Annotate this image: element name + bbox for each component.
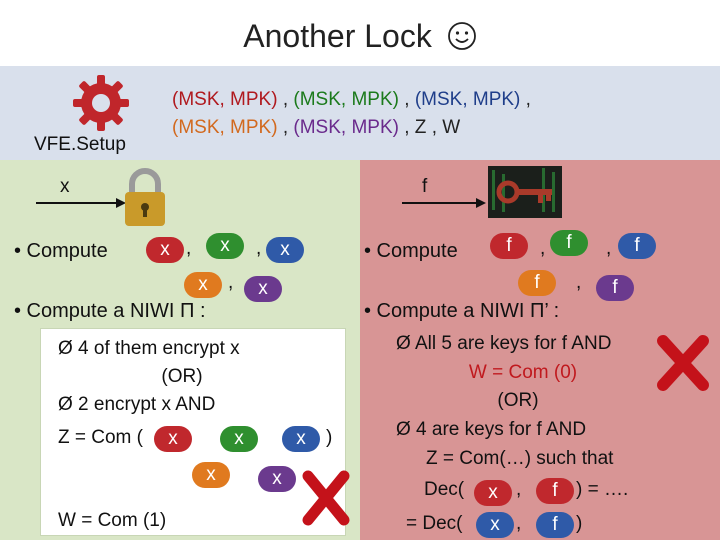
niwi-item-2: Ø 2 encrypt x AND xyxy=(58,394,216,415)
key-f-red: f xyxy=(490,233,528,259)
msk-mpk-2: (MSK, MPK) xyxy=(293,89,399,110)
sep: , xyxy=(576,272,582,293)
sep: , xyxy=(277,89,294,110)
niwi-or: (OR) xyxy=(161,366,203,387)
sep: , xyxy=(277,117,294,138)
title-text: Another Lock xyxy=(243,18,432,54)
setup-keys-line1: (MSK, MPK) , (MSK, MPK) , (MSK, MPK) , xyxy=(172,86,531,114)
sep: , xyxy=(398,89,415,110)
key-image-icon xyxy=(488,166,562,223)
cipher-x-red: x xyxy=(146,237,184,263)
slide-title: Another Lock xyxy=(0,18,720,59)
red-x-mark-icon xyxy=(302,470,350,526)
z-x-green: x xyxy=(220,426,258,452)
dec2-close: ) xyxy=(576,513,583,534)
sep: , xyxy=(228,272,234,293)
compute-label-left: • Compute xyxy=(14,240,108,262)
niwi-item-1: Ø 4 of them encrypt x xyxy=(58,338,240,359)
z-w-tail: , Z , W xyxy=(398,117,461,138)
key-f-green: f xyxy=(550,230,588,256)
z-x-purple: x xyxy=(258,466,296,492)
compute-label-right: • Compute xyxy=(364,240,458,262)
dec1-close: ) = …. xyxy=(576,479,629,500)
z-close-paren: ) xyxy=(326,427,333,448)
z-x-blue: x xyxy=(282,426,320,452)
msk-mpk-3: (MSK, MPK) xyxy=(414,89,521,110)
dec1-f-pill: f xyxy=(536,478,574,504)
dec2-open: = Dec( xyxy=(406,513,463,534)
dec2-f-pill: f xyxy=(536,512,574,538)
cipher-x-orange: x xyxy=(184,272,222,298)
setup-keys-line2: (MSK, MPK) , (MSK, MPK) , Z , W xyxy=(172,114,460,142)
setup-band xyxy=(0,66,720,160)
dec2-sep: , xyxy=(516,513,522,534)
sep: , xyxy=(186,238,192,259)
msk-mpk-4: (MSK, MPK) xyxy=(172,117,278,138)
w-com-label: W = Com (1) xyxy=(58,510,167,531)
w-com-zero: W = Com (0) xyxy=(468,362,578,383)
dec1-sep: , xyxy=(516,479,522,500)
sep: , xyxy=(256,238,262,259)
red-x-mark-icon xyxy=(656,334,710,392)
input-f-label: f xyxy=(422,176,428,197)
z-x-red: x xyxy=(154,426,192,452)
sep: , xyxy=(606,238,612,259)
input-x-label: x xyxy=(60,176,70,197)
input-arrow xyxy=(402,196,486,214)
msk-mpk-5: (MSK, MPK) xyxy=(293,117,399,138)
sep: , xyxy=(520,89,531,110)
msk-mpk-1: (MSK, MPK) xyxy=(172,89,278,110)
cipher-x-green: x xyxy=(206,233,244,259)
cipher-x-blue: x xyxy=(266,237,304,263)
dec1-open: Dec( xyxy=(424,479,465,500)
gear-icon xyxy=(70,72,132,139)
niwi-prime-item-1: Ø All 5 are keys for f AND xyxy=(396,333,612,354)
padlock-icon xyxy=(122,166,168,233)
smiley-face-icon xyxy=(447,21,477,59)
key-f-purple: f xyxy=(596,275,634,301)
key-f-orange: f xyxy=(518,270,556,296)
dec1-x-pill: x xyxy=(474,480,512,506)
niwi-label-right: • Compute a NIWI Π’ : xyxy=(364,300,560,322)
z-x-orange: x xyxy=(192,462,230,488)
niwi-label-left: • Compute a NIWI Π : xyxy=(14,300,206,322)
dec2-x-pill: x xyxy=(476,512,514,538)
cipher-x-purple: x xyxy=(244,276,282,302)
niwi-prime-item-2: Ø 4 are keys for f AND xyxy=(396,419,587,440)
z-com-such-that: Z = Com(…) such that xyxy=(426,448,614,469)
key-f-blue: f xyxy=(618,233,656,259)
z-com-label: Z = Com ( xyxy=(58,427,143,448)
niwi-prime-or: (OR) xyxy=(497,390,539,411)
input-arrow xyxy=(36,196,126,214)
setup-label: VFE.Setup xyxy=(34,134,126,155)
key-panel xyxy=(360,160,720,540)
sep: , xyxy=(540,238,546,259)
